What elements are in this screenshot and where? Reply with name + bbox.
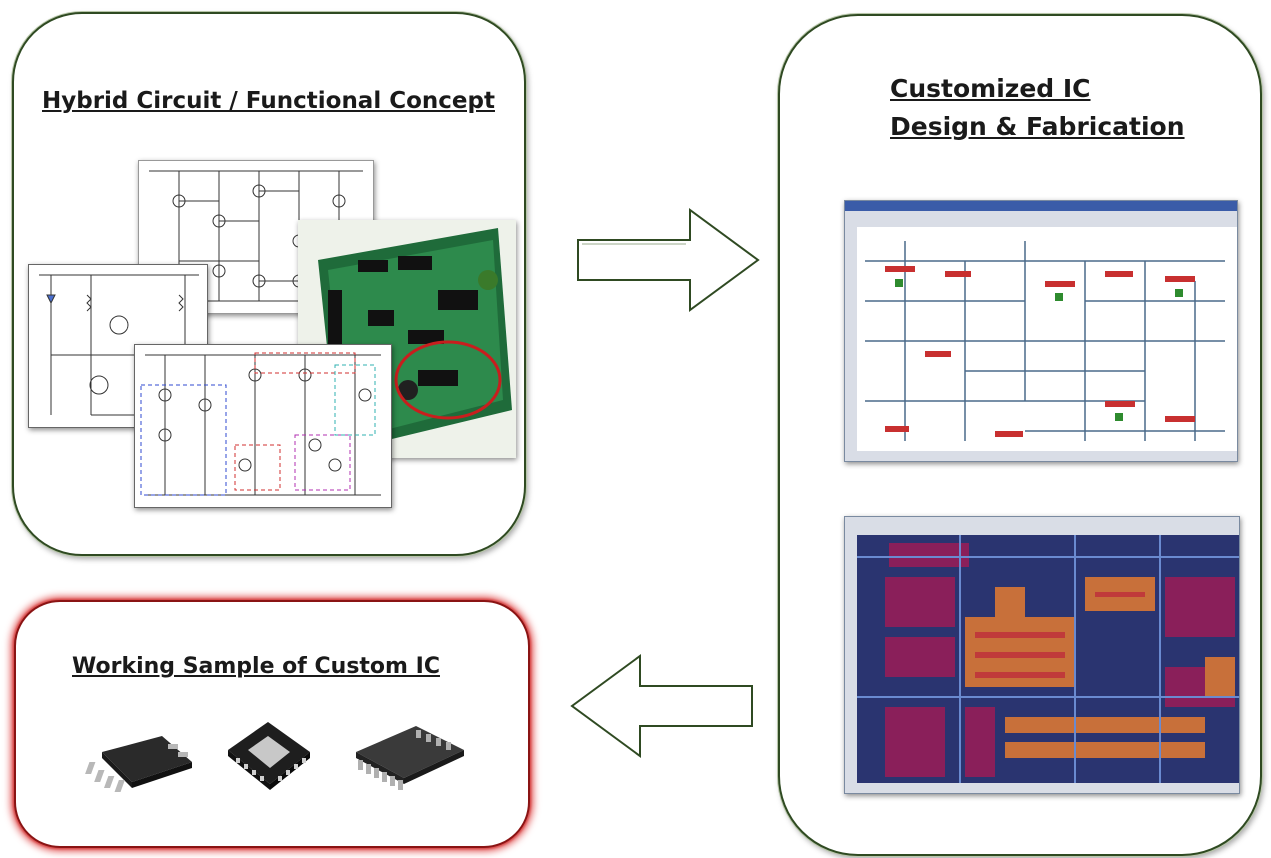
ic-layout-editor-screenshot [844,516,1240,794]
concept-title: Hybrid Circuit / Functional Concept [42,88,495,114]
qfn-chip-icon [228,722,310,790]
msop-chip-icon [85,736,192,792]
sample-panel: Working Sample of Custom IC [14,600,530,848]
concept-panel: Hybrid Circuit / Functional Concept [12,12,526,556]
arrow-right [577,208,760,312]
tssop-chip-icon [356,726,464,790]
arrow-left [570,654,753,758]
ic-title-line2: Design & Fabrication [890,112,1185,141]
ic-schematic-editor-screenshot [844,200,1238,462]
ic-title-line1: Customized IC [890,74,1091,103]
transistor-schematic-colored [134,344,392,508]
sample-title: Working Sample of Custom IC [72,654,440,679]
ic-panel: Customized IC Design & Fabrication [778,14,1262,856]
